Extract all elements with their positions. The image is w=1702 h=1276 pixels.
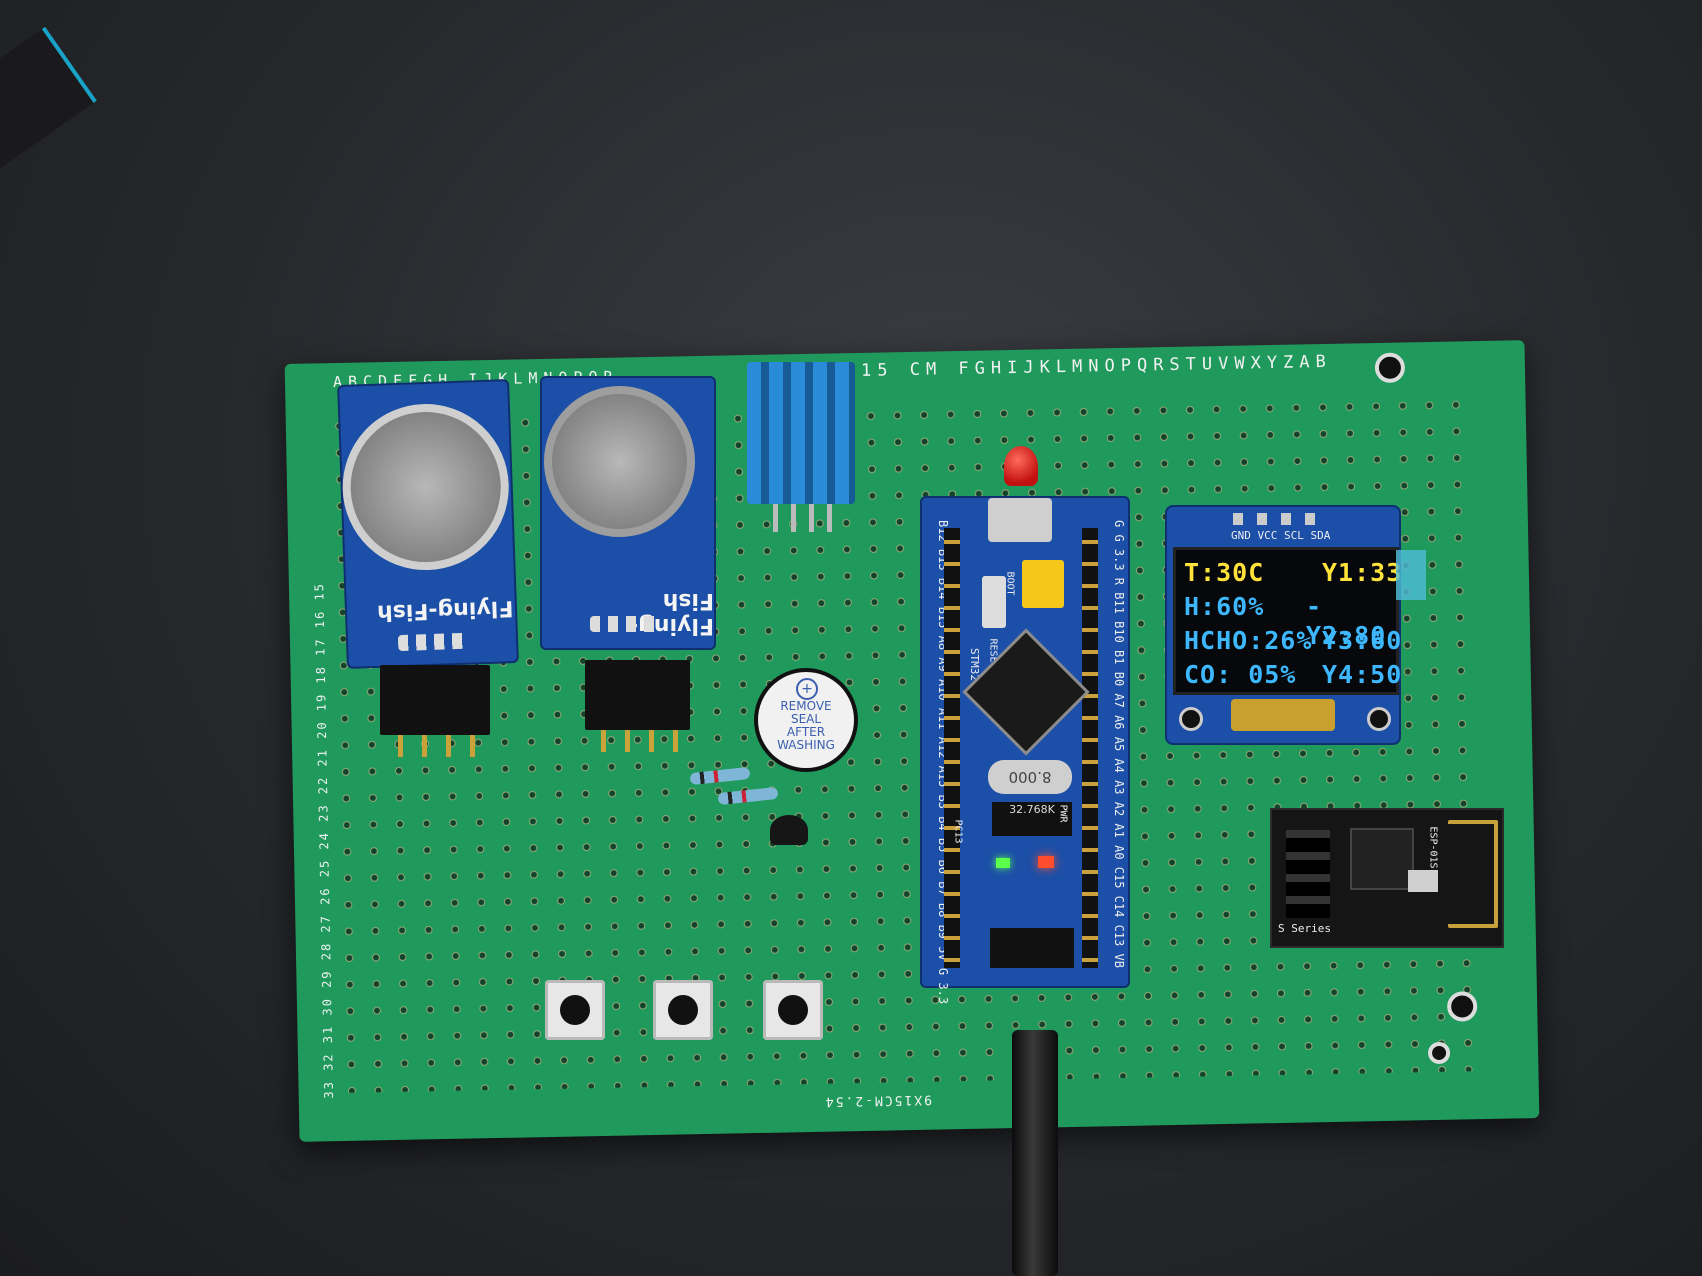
buzzer: + REMOVE SEAL AFTER WASHING [758,672,854,768]
oled-ribbon [1231,699,1335,731]
push-button-1[interactable] [545,980,605,1040]
pin-strip-left [944,528,960,968]
esp-series-label: S Series [1278,922,1331,935]
oled-mount-hole [1367,707,1391,731]
buzzer-seal-text: WASHING [777,738,835,752]
chip-label: STM32 [968,647,982,682]
top-silkscreen-right: XY 9*15 CM FGHIJKLMNOPQRSTUVWXYZAB [779,351,1332,383]
buzzer-seal-text: AFTER [786,725,826,739]
gas-sensor-module-1: Flying-Fish [337,379,519,669]
oled-line-hcho: HCHO:26% [1184,626,1313,655]
right-pin-labels: G G 3.3 R B11 B10 B1 B0 A7 A6 A5 A4 A3 A… [1112,520,1126,968]
crystal-32k: 32.768K [992,802,1072,836]
crystal-label: 8.000 [1008,768,1052,786]
swd-header [990,928,1074,968]
oled-line-y4: Y4:50 [1322,660,1403,689]
gas-sensor-can [544,386,695,537]
green-led [996,858,1010,868]
oled-flex-tab [1396,550,1426,600]
oled-line-y1: Y1:33 [1322,558,1403,587]
esp-model-label: ESP-01S [1427,826,1439,869]
esp-chip [1350,828,1414,890]
esp-crystal [1408,870,1438,892]
esp-pin-header [1286,830,1330,918]
oled-pin-labels: GND VCC SCL SDA [1231,529,1331,542]
laptop-edge [0,26,97,184]
boot-jumper [1022,560,1064,608]
gas-sensor-can [339,401,512,573]
esp-antenna [1448,820,1498,928]
push-button-3[interactable] [763,980,823,1040]
pin-header [585,660,690,752]
esp01-module: S Series ESP-01S [1270,808,1504,948]
gas-sensor-brand: Flying-Fish [376,595,514,625]
boot-label: BOOT [1004,571,1016,596]
crystal-8mhz: 8.000 [988,760,1072,794]
pin-header [380,665,490,757]
red-led-pwr [1038,856,1054,868]
plus-icon: + [796,678,818,700]
transistor [770,815,808,845]
oled-line-y3: Y3:60 [1322,626,1403,655]
red-led [1004,446,1038,486]
pc13-label: PC13 [952,819,964,844]
oled-line-co: CO: 05% [1184,660,1297,689]
oled-screen: T:30C H:60% HCHO:26% CO: 05% Y1:33 -Y2:8… [1173,547,1403,695]
buzzer-seal-text: SEAL [790,712,822,726]
mount-hole [1374,352,1406,384]
crystal-32k-label: 32.768K [1009,803,1055,816]
mcu-chip [966,632,1086,752]
pin-strip-right [1082,528,1098,968]
oled-mount-hole [1179,707,1203,731]
usb-port [988,498,1052,542]
bottom-silkscreen: 9X15CM-2.54 [823,1091,933,1109]
module-pins [397,632,469,652]
stm32-board: B12 B13 B14 B15 A8 A9 A10 A11 A12 A15 B3… [920,496,1130,1004]
pwr-label: PWR [1057,804,1069,823]
oled-line-y2: -Y2:80 [1306,592,1387,650]
buzzer-seal-text: REMOVE [780,699,832,713]
oled-line-humidity: H:60% [1184,592,1265,621]
power-cable [1012,1030,1058,1276]
oled-module: GND VCC SCL SDA T:30C H:60% HCHO:26% CO:… [1165,505,1401,745]
oled-line-temp: T:30C [1184,558,1265,587]
push-button-2[interactable] [653,980,713,1040]
oled-pins [1233,513,1329,525]
gas-sensor-module-2: Flying-Fish [540,376,716,650]
module-pins [590,616,660,632]
reset-button[interactable] [982,576,1006,628]
dht11-sensor [747,362,855,532]
